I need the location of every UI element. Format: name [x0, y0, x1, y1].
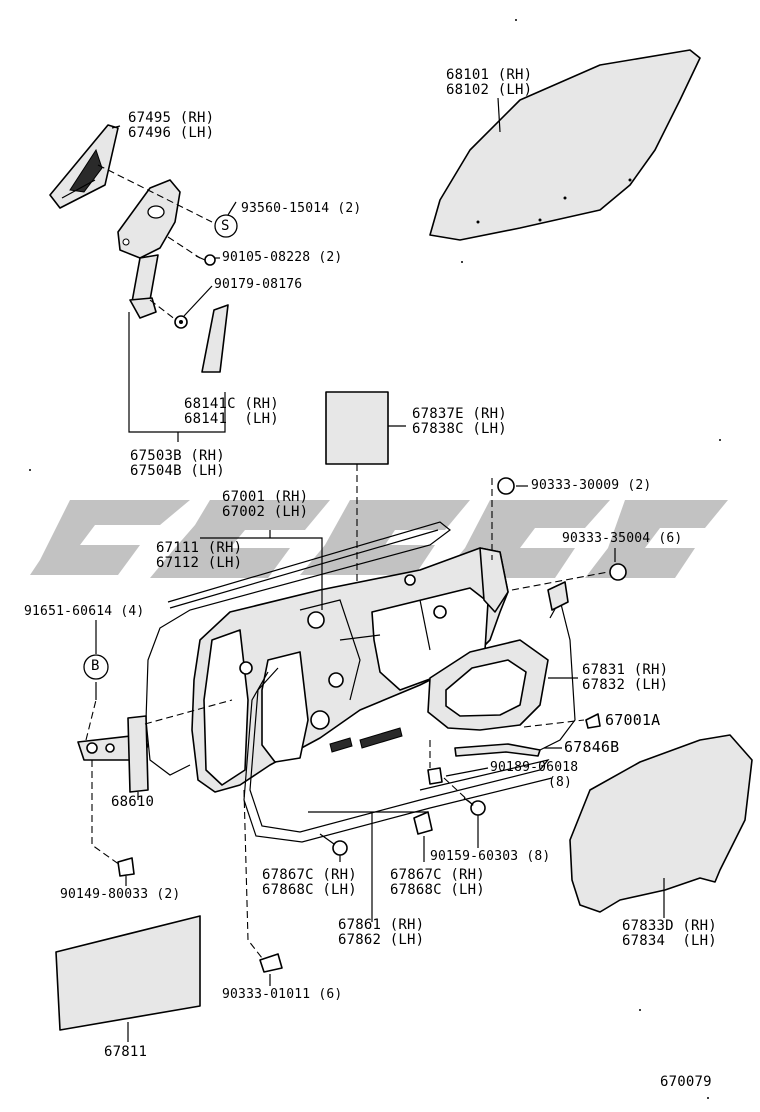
- label-screw-s: S: [221, 218, 230, 234]
- label-90333-35004: 90333-35004 (6): [562, 531, 683, 546]
- bolt-90149-icon: [117, 857, 135, 877]
- label-68141: 68141C (RH) 68141 (LH): [184, 396, 279, 427]
- bolt-90189-icon: [427, 767, 443, 785]
- label-67811: 67811: [104, 1044, 148, 1060]
- pad-67811: [55, 915, 201, 1031]
- label-90333-30009: 90333-30009 (2): [531, 478, 652, 493]
- bolt-90105-icon: [195, 254, 216, 266]
- label-67495: 67495 (RH) 67496 (LH): [128, 110, 215, 141]
- plug-90333-01011-icon: [259, 953, 283, 973]
- label-67837: 67837E (RH) 67838C (LH): [412, 406, 507, 437]
- label-68101: 68101 (RH) 68102 (LH): [446, 67, 533, 98]
- figure-number: 670079: [660, 1074, 712, 1090]
- label-67867-left: 67867C (RH) 67868C (LH): [262, 867, 357, 898]
- label-93560: 93560-15014 (2): [241, 201, 362, 216]
- label-67503: 67503B (RH) 67504B (LH): [130, 448, 225, 479]
- door-weatherstrip: [145, 521, 451, 776]
- label-68610: 68610: [111, 794, 155, 810]
- label-91651: 91651-60614 (4): [24, 604, 145, 619]
- door-hinge: [77, 715, 149, 793]
- lower-weatherstrip: [243, 667, 553, 843]
- silencer-pad: [325, 391, 389, 465]
- nut-90179-icon: [174, 315, 188, 329]
- label-67831: 67831 (RH) 67832 (LH): [582, 662, 669, 693]
- label-67833: 67833D (RH) 67834 (LH): [622, 918, 717, 949]
- label-67111: 67111 (RH) 67112 (LH): [156, 540, 243, 571]
- label-90189: 90189-06018 (8): [490, 760, 579, 790]
- sash-frame: [117, 179, 181, 319]
- clip-67001a-icon: [585, 713, 601, 729]
- label-90149: 90149-80033 (2): [60, 887, 181, 902]
- label-90105: 90105-08228 (2): [222, 250, 343, 265]
- label-67846b: 67846B: [564, 738, 620, 756]
- clip-90159-icon: [463, 797, 486, 816]
- label-67001: 67001 (RH) 67002 (LH): [222, 489, 309, 520]
- label-67861: 67861 (RH) 67862 (LH): [338, 917, 425, 948]
- door-rod: [454, 743, 541, 757]
- window-glass: [429, 49, 701, 241]
- corner-cover: [49, 124, 119, 209]
- label-90179: 90179-08176: [214, 277, 303, 292]
- door-inner-panel: [191, 547, 509, 793]
- clip-67867-mid-icon: [413, 811, 433, 835]
- label-clip-b: B: [91, 658, 100, 674]
- label-90333-01011: 90333-01011 (6): [222, 987, 343, 1002]
- door-trim-cover: [569, 734, 753, 913]
- plug-90333-30009-icon: [497, 477, 515, 495]
- glass-run-channel: [201, 304, 229, 373]
- clip-b-symbol: [83, 654, 109, 680]
- label-90159: 90159-60303 (8): [430, 849, 551, 864]
- service-hole-cover: [427, 581, 576, 751]
- plug-90333-35004-icon: [609, 563, 627, 581]
- screw-93560-symbol: [214, 214, 238, 238]
- label-67867-mid: 67867C (RH) 67868C (LH): [390, 867, 485, 898]
- clip-67867-left-icon: [319, 833, 348, 856]
- label-67001a: 67001A: [605, 711, 661, 729]
